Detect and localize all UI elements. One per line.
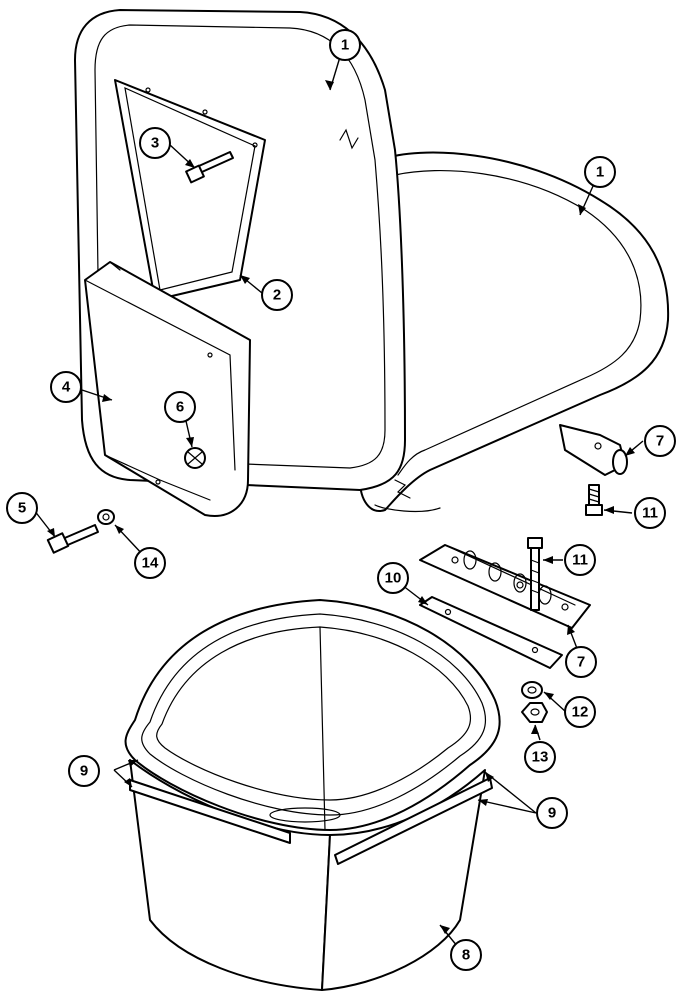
callout-8: 8 [450,939,482,971]
seat-tub [124,599,501,991]
callout-6: 6 [164,391,196,423]
svg-text:13: 13 [532,749,549,766]
callout-2: 2 [261,279,293,311]
callout-11-upper: 11 [634,497,666,529]
svg-text:4: 4 [62,379,71,396]
nut-13 [521,702,548,723]
bolt-5 [46,524,99,554]
callout-1-back: 1 [329,29,361,61]
callout-12: 12 [564,696,596,728]
svg-text:7: 7 [577,654,585,671]
svg-text:9: 9 [548,805,556,822]
svg-text:3: 3 [151,135,159,152]
bolt-11-lower [527,537,543,611]
svg-text:2: 2 [273,287,281,304]
callout-1-cushion: 1 [584,156,616,188]
plate-10 [419,596,563,669]
callout-5: 5 [6,492,38,524]
callout-7-upper: 7 [644,425,676,457]
callout-9-right: 9 [536,797,568,829]
washer-14 [97,509,115,525]
seat-cushion [359,151,670,513]
svg-text:14: 14 [142,555,159,572]
svg-text:6: 6 [176,399,184,416]
callout-11-lower: 11 [564,544,596,576]
callout-3: 3 [139,127,171,159]
bolt-3 [185,151,234,184]
svg-text:10: 10 [385,570,402,587]
svg-text:12: 12 [572,704,589,721]
pocket-bracket [84,261,251,517]
hinge-lower [419,544,591,629]
callout-9-left: 9 [68,755,100,787]
svg-text:11: 11 [572,552,588,569]
callout-14: 14 [134,547,166,579]
bolt-11-upper [585,484,603,516]
washer-12 [521,681,543,699]
callout-4: 4 [50,371,82,403]
svg-text:7: 7 [656,433,664,450]
svg-text:8: 8 [462,947,470,964]
arrowheads [47,80,635,934]
svg-text:5: 5 [18,500,26,517]
hinge-bracket-upper [559,424,628,476]
svg-text:11: 11 [642,505,658,522]
svg-text:1: 1 [596,164,604,181]
svg-text:1: 1 [341,37,349,54]
svg-text:9: 9 [80,763,88,780]
callout-7-lower: 7 [565,646,597,678]
callout-10: 10 [377,562,409,594]
callout-13: 13 [524,741,556,773]
